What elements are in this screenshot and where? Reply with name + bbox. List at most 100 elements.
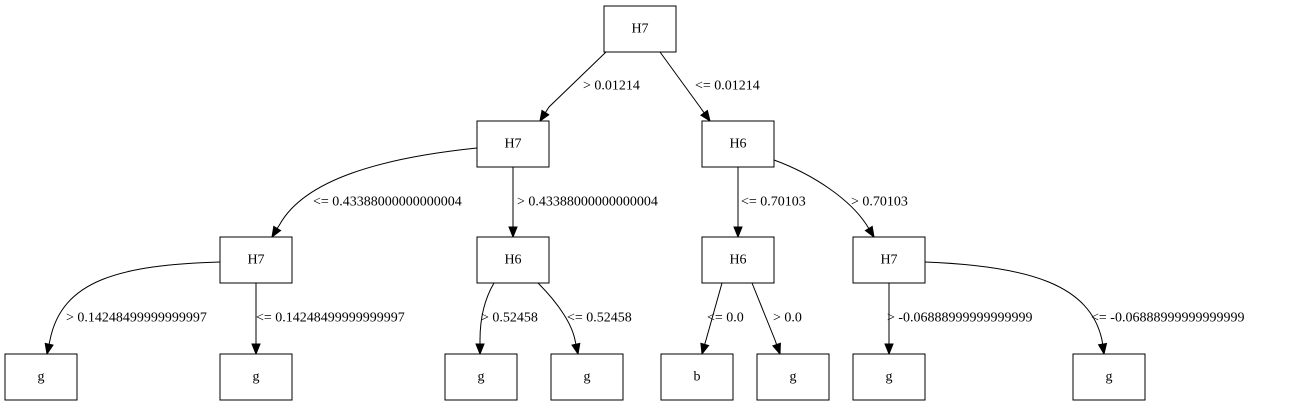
edge-line [704, 282, 723, 345]
node-label: H7 [247, 253, 264, 268]
node-box [660, 353, 734, 401]
arrowhead-icon [864, 225, 875, 239]
edges-layer: > 0.01214 <= 0.01214 <= 0.4338800000000000… [44, 51, 1244, 356]
node-label: H7 [631, 22, 648, 37]
edge-n4-n9: > 0.52458 [475, 282, 538, 356]
node-label: g [886, 370, 893, 385]
node-label: g [790, 370, 797, 385]
split-node-h7: H7 [219, 236, 293, 284]
arrowhead-icon [700, 342, 710, 356]
edge-label: > -0.06888999999999999 [887, 311, 1033, 326]
edge-label: <= 0.0 [707, 311, 744, 326]
edge-label: > 0.01214 [583, 79, 640, 94]
edge-label: <= 0.01214 [695, 79, 760, 94]
edge-n4-n10: <= 0.52458 [537, 282, 632, 356]
edge-line [544, 51, 607, 113]
node-label: g [584, 370, 591, 385]
node-label: H6 [729, 253, 746, 268]
edge-n0-n2: <= 0.01214 [659, 51, 760, 123]
edge-line [479, 282, 495, 344]
node-box [1072, 353, 1146, 401]
leaf-node-g: g [444, 353, 518, 401]
edge-n5-n11: <= 0.0 [700, 282, 744, 356]
edge-label: <= 0.14248499999999997 [256, 311, 405, 326]
arrowhead-icon [539, 109, 550, 123]
leaf-node-g: g [1072, 353, 1146, 401]
split-node-h6: H6 [476, 236, 550, 284]
node-label: H6 [729, 137, 746, 152]
edge-line [276, 147, 478, 229]
node-box [852, 353, 926, 401]
node-label: H7 [880, 253, 897, 268]
node-label: g [253, 370, 260, 385]
edge-label: > 0.52458 [481, 311, 538, 326]
split-node-h7: H7 [852, 236, 926, 284]
arrowhead-icon [508, 226, 518, 239]
edge-label: <= -0.06888999999999999 [1091, 311, 1244, 326]
edge-line [773, 159, 870, 229]
edge-n5-n12: > 0.0 [751, 282, 802, 356]
edge-line [751, 282, 778, 345]
leaf-node-b: b [660, 353, 734, 401]
node-label: g [478, 370, 485, 385]
node-box [444, 353, 518, 401]
edge-label: > 0.70103 [851, 195, 908, 210]
arrowhead-icon [571, 342, 581, 356]
edge-n2-n5: <= 0.70103 [733, 167, 806, 239]
node-box [852, 236, 926, 284]
split-node-h6: H6 [701, 236, 775, 284]
leaf-node-g: g [550, 353, 624, 401]
edge-n2-n6: > 0.70103 [773, 159, 908, 239]
node-label: g [1106, 370, 1113, 385]
node-label: H6 [504, 253, 521, 268]
node-box [4, 353, 78, 401]
node-box [701, 120, 775, 168]
split-node-h7: H7 [476, 120, 550, 168]
node-label: H7 [504, 137, 521, 152]
edge-label: <= 0.52458 [567, 311, 632, 326]
edge-line [48, 261, 221, 345]
edge-n3-n8: <= 0.14248499999999997 [251, 283, 405, 356]
arrowhead-icon [733, 226, 743, 239]
edge-label: <= 0.43388000000000004 [313, 195, 462, 210]
arrowhead-icon [251, 343, 261, 356]
edge-n6-n13: > -0.06888999999999999 [884, 283, 1033, 356]
leaf-node-g: g [852, 353, 926, 401]
edge-label: > 0.14248499999999997 [66, 311, 207, 326]
arrowhead-icon [700, 109, 711, 123]
leaf-node-g: g [4, 353, 78, 401]
leaf-node-g: g [756, 353, 830, 401]
edge-label: <= 0.70103 [741, 195, 806, 210]
edge-line [659, 51, 705, 114]
node-box [603, 5, 677, 53]
edge-line [537, 282, 577, 345]
node-box [219, 353, 293, 401]
arrowhead-icon [772, 342, 781, 356]
edge-label: > 0.0 [773, 311, 802, 326]
arrowhead-icon [884, 343, 894, 356]
leaf-node-g: g [219, 353, 293, 401]
arrowhead-icon [1097, 342, 1108, 356]
split-node-h6: H6 [701, 120, 775, 168]
edge-line [924, 261, 1104, 345]
node-label: b [694, 370, 701, 385]
arrowhead-icon [475, 343, 485, 356]
node-box [476, 120, 550, 168]
edge-n1-n4: > 0.43388000000000004 [508, 167, 658, 239]
edge-n6-n14: <= -0.06888999999999999 [924, 261, 1244, 356]
node-box [701, 236, 775, 284]
arrowhead-icon [44, 342, 54, 356]
edge-n0-n1: > 0.01214 [539, 51, 640, 123]
edge-label: > 0.43388000000000004 [517, 195, 658, 210]
node-box [219, 236, 293, 284]
split-node-h7: H7 [603, 5, 677, 53]
node-box [550, 353, 624, 401]
arrowhead-icon [271, 225, 282, 239]
node-label: g [38, 370, 45, 385]
edge-n3-n7: > 0.14248499999999997 [44, 261, 221, 356]
edge-n1-n3: <= 0.43388000000000004 [271, 147, 478, 239]
node-box [476, 236, 550, 284]
node-box [756, 353, 830, 401]
